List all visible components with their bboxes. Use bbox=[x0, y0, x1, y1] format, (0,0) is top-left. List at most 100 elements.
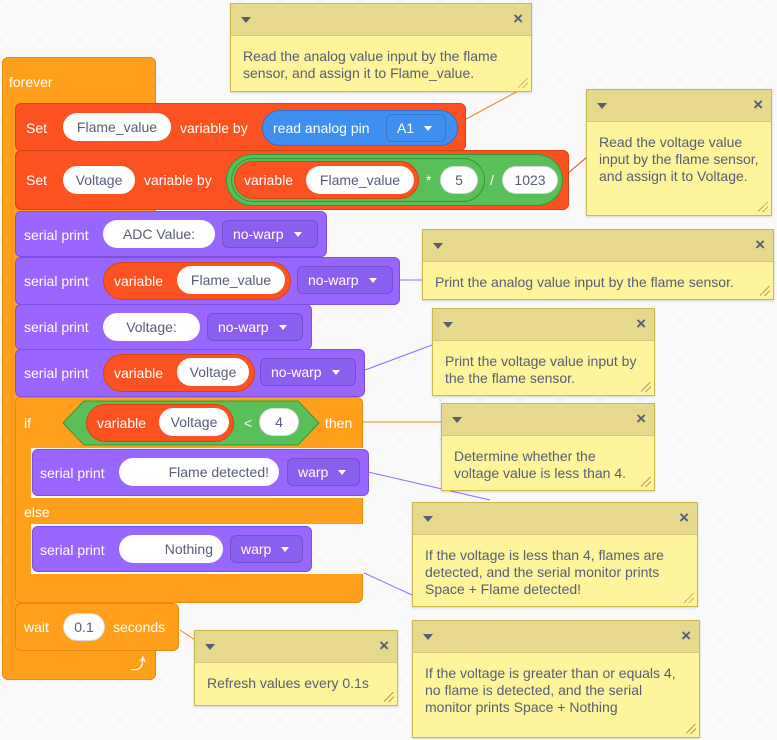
variable-label: variable bbox=[114, 365, 164, 381]
warp-mode-dropdown[interactable]: no-warp bbox=[260, 358, 356, 386]
chevron-down-icon bbox=[293, 231, 302, 237]
comment-note[interactable]: × Read the voltage value input by the fl… bbox=[586, 89, 772, 216]
comment-text[interactable]: Print the voltage value input by the the… bbox=[445, 353, 637, 386]
collapse-icon[interactable] bbox=[241, 17, 251, 23]
multiply-symbol: * bbox=[426, 172, 432, 188]
warp-mode-dropdown[interactable]: warp bbox=[230, 535, 303, 563]
resize-handle-icon[interactable] bbox=[641, 477, 651, 487]
comment-text[interactable]: If the voltage is greater than or equals… bbox=[425, 665, 676, 715]
comment-note[interactable]: × If the voltage is greater than or equa… bbox=[412, 620, 700, 738]
warp-mode-dropdown[interactable]: no-warp bbox=[297, 266, 393, 294]
chevron-down-icon bbox=[278, 324, 287, 330]
comment-header[interactable]: × bbox=[413, 503, 697, 535]
multiply-value-input[interactable]: 5 bbox=[440, 166, 478, 194]
variable-name-field[interactable]: Voltage bbox=[159, 408, 229, 436]
chevron-down-icon bbox=[424, 125, 433, 131]
comment-note[interactable]: × Refresh values every 0.1s bbox=[194, 630, 398, 706]
variable-by-label: variable by bbox=[144, 172, 212, 188]
set-label: Set bbox=[26, 120, 48, 136]
print-text-field[interactable]: ADC Value: bbox=[103, 220, 215, 248]
resize-handle-icon[interactable] bbox=[760, 286, 770, 296]
variable-name-field[interactable]: Voltage bbox=[63, 166, 135, 194]
serial-print-label: serial print bbox=[24, 319, 89, 335]
then-label: then bbox=[325, 415, 353, 431]
chevron-down-icon bbox=[368, 277, 377, 283]
resize-handle-icon[interactable] bbox=[686, 724, 696, 734]
collapse-icon[interactable] bbox=[452, 417, 462, 423]
collapse-icon[interactable] bbox=[443, 322, 453, 328]
resize-handle-icon[interactable] bbox=[684, 593, 694, 603]
close-icon[interactable]: × bbox=[513, 9, 523, 28]
resize-handle-icon[interactable] bbox=[641, 382, 651, 392]
comment-text[interactable]: Print the analog value input by the flam… bbox=[435, 274, 734, 290]
comment-header[interactable]: × bbox=[587, 90, 771, 122]
variable-name-field[interactable]: Flame_value bbox=[63, 113, 171, 141]
comment-note[interactable]: × If the voltage is less than 4, flames … bbox=[412, 502, 698, 607]
close-icon[interactable]: × bbox=[679, 508, 689, 527]
forever-label: forever bbox=[9, 74, 53, 90]
comment-note[interactable]: × Print the analog value input by the fl… bbox=[422, 229, 774, 300]
close-icon[interactable]: × bbox=[636, 409, 646, 428]
resize-handle-icon[interactable] bbox=[758, 202, 768, 212]
variable-label: variable bbox=[244, 172, 294, 188]
resize-handle-icon[interactable] bbox=[384, 692, 394, 702]
comment-text[interactable]: Read the voltage value input by the flam… bbox=[599, 134, 759, 184]
chevron-down-icon bbox=[281, 546, 290, 552]
comment-text[interactable]: Read the analog value input by the flame… bbox=[243, 48, 498, 81]
wait-label: wait bbox=[24, 619, 49, 635]
print-text-field[interactable]: Nothing bbox=[119, 535, 223, 563]
serial-print-label: serial print bbox=[24, 227, 89, 243]
variable-name-field[interactable]: Flame_value bbox=[177, 266, 285, 294]
close-icon[interactable]: × bbox=[755, 235, 765, 254]
if-label: if bbox=[24, 415, 31, 431]
comment-text[interactable]: If the voltage is less than 4, flames ar… bbox=[425, 547, 664, 597]
collapse-icon[interactable] bbox=[597, 103, 607, 109]
warp-mode-dropdown[interactable]: no-warp bbox=[222, 220, 318, 248]
variable-name-field[interactable]: Flame_value bbox=[306, 166, 414, 194]
divide-symbol: / bbox=[490, 172, 494, 188]
comment-text[interactable]: Refresh values every 0.1s bbox=[207, 675, 369, 691]
comment-header[interactable]: × bbox=[231, 4, 531, 36]
comment-header[interactable]: × bbox=[413, 621, 699, 653]
comment-note[interactable]: × Print the voltage value input by the t… bbox=[432, 308, 655, 396]
variable-label: variable bbox=[97, 415, 147, 431]
variable-label: variable bbox=[114, 273, 164, 289]
close-icon[interactable]: × bbox=[681, 626, 691, 645]
comment-header[interactable]: × bbox=[442, 404, 654, 436]
serial-print-label: serial print bbox=[24, 365, 89, 381]
collapse-icon[interactable] bbox=[433, 243, 443, 249]
print-text-field[interactable]: Voltage: bbox=[103, 313, 200, 341]
less-than-symbol: < bbox=[244, 415, 253, 431]
close-icon[interactable]: × bbox=[636, 314, 646, 333]
warp-mode-dropdown[interactable]: no-warp bbox=[207, 313, 303, 341]
close-icon[interactable]: × bbox=[753, 95, 763, 114]
comment-header[interactable]: × bbox=[423, 230, 773, 262]
chevron-down-icon bbox=[331, 369, 340, 375]
comment-note[interactable]: × Determine whether the voltage value is… bbox=[441, 403, 655, 491]
warp-mode-dropdown[interactable]: warp bbox=[287, 458, 360, 486]
resize-handle-icon[interactable] bbox=[518, 78, 528, 88]
comment-text[interactable]: Determine whether the voltage value is l… bbox=[454, 448, 626, 481]
loop-arrow-icon bbox=[131, 656, 146, 671]
serial-print-label: serial print bbox=[40, 542, 105, 558]
pin-dropdown[interactable]: A1 bbox=[386, 114, 446, 142]
collapse-icon[interactable] bbox=[423, 516, 433, 522]
variable-name-field[interactable]: Voltage bbox=[177, 358, 249, 386]
print-text-field[interactable]: Flame detected! bbox=[119, 458, 279, 486]
seconds-label: seconds bbox=[113, 619, 166, 635]
variable-by-label: variable by bbox=[180, 120, 248, 136]
close-icon[interactable]: × bbox=[379, 636, 389, 655]
wait-seconds-input[interactable]: 0.1 bbox=[63, 613, 105, 641]
set-label: Set bbox=[26, 172, 48, 188]
divide-value-input[interactable]: 1023 bbox=[502, 166, 558, 194]
collapse-icon[interactable] bbox=[205, 644, 215, 650]
comment-header[interactable]: × bbox=[433, 309, 654, 341]
else-label: else bbox=[24, 504, 50, 520]
collapse-icon[interactable] bbox=[423, 634, 433, 640]
compare-value-input[interactable]: 4 bbox=[259, 408, 299, 436]
comment-note[interactable]: × Read the analog value input by the fla… bbox=[230, 3, 532, 92]
read-analog-pin-label: read analog pin bbox=[273, 120, 370, 136]
serial-print-label: serial print bbox=[24, 273, 89, 289]
serial-print-label: serial print bbox=[40, 465, 105, 481]
comment-header[interactable]: × bbox=[195, 631, 397, 663]
